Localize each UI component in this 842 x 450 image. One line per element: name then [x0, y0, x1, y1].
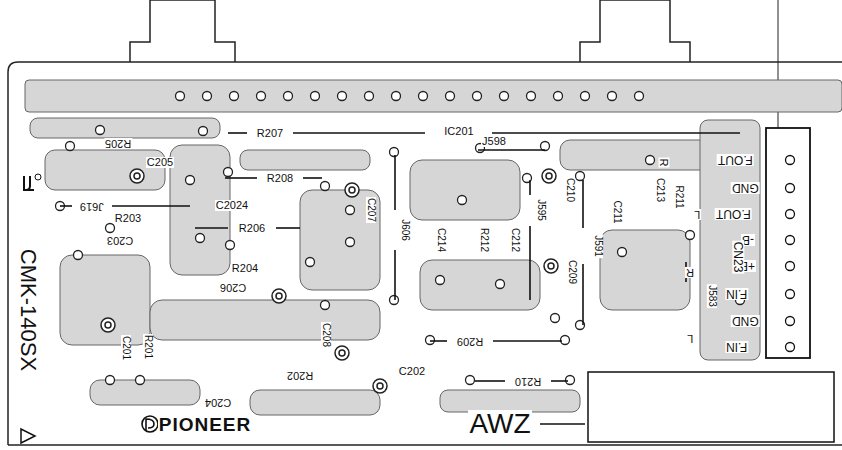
- silkscreen-label: R: [685, 267, 695, 278]
- silkscreen-label: AWZ: [468, 410, 531, 438]
- awz-marking-box: [540, 372, 834, 442]
- connector-tabs: [130, 0, 690, 62]
- silkscreen-label: C2024: [215, 200, 249, 211]
- silkscreen-label: R207: [256, 128, 284, 139]
- silkscreen-label: GND: [731, 182, 760, 194]
- silkscreen-label: R205: [104, 138, 132, 149]
- silkscreen-label: F.IN: [725, 288, 748, 300]
- silkscreen-label: C212: [510, 227, 520, 253]
- silkscreen-label: J595: [536, 198, 546, 222]
- via-holes: [56, 92, 745, 385]
- pioneer-logo: [142, 416, 158, 432]
- silkscreen-label: F.OUT: [715, 208, 752, 220]
- silkscreen-label: C210: [565, 177, 575, 203]
- silkscreen-label: C211: [612, 199, 622, 224]
- silkscreen-label: L: [686, 333, 694, 344]
- silkscreen-label: CN23: [732, 241, 744, 274]
- ul-mark: [24, 174, 41, 190]
- silkscreen-label: C201: [121, 335, 131, 361]
- silkscreen-label: R204: [231, 263, 259, 274]
- silkscreen-label: C213: [655, 177, 665, 203]
- silkscreen-label: R211: [674, 184, 684, 209]
- silkscreen-label: C214: [436, 227, 446, 253]
- silkscreen-label: R202: [286, 370, 314, 381]
- silkscreen-label: C205: [146, 157, 174, 168]
- component-outlines: [60, 133, 740, 381]
- cn23-connector: [766, 128, 810, 358]
- silkscreen-label: F.OUT: [717, 154, 754, 166]
- silkscreen-label: C208: [321, 322, 331, 348]
- copper-traces: [25, 80, 842, 415]
- silkscreen-label: F.IN: [725, 341, 748, 353]
- silkscreen-label: R: [658, 157, 669, 167]
- board-outline: [8, 0, 842, 445]
- silkscreen-label: J619: [79, 201, 105, 212]
- silkscreen-label: PIONEER: [158, 415, 253, 434]
- silkscreen-label: J606: [400, 218, 410, 242]
- silkscreen-label: CMK-140SX: [17, 248, 39, 372]
- silkscreen-label: R208: [266, 173, 294, 184]
- silkscreen-label: J598: [481, 136, 507, 147]
- silkscreen-label: IC201: [443, 126, 474, 137]
- silkscreen-label: C207: [366, 197, 376, 223]
- silkscreen-label: R210: [514, 376, 542, 387]
- silkscreen-label: R209: [456, 336, 484, 347]
- silkscreen-label: C206: [219, 282, 247, 293]
- silkscreen-label: C203: [106, 235, 134, 246]
- silkscreen-label: R203: [114, 213, 142, 224]
- silkscreen-label: L: [693, 209, 701, 220]
- silkscreen-label: R201: [143, 334, 153, 360]
- silkscreen-label: GND: [731, 315, 760, 327]
- silkscreen-label: R206: [238, 223, 266, 234]
- revision-triangle: [21, 429, 35, 443]
- silkscreen-label: C204: [204, 397, 232, 408]
- silkscreen-label: C209: [567, 259, 577, 285]
- silkscreen-label: J591: [593, 234, 603, 258]
- electrolytic-capacitors: [101, 169, 558, 393]
- silkscreen-label: C202: [398, 366, 426, 377]
- silkscreen-label: J583: [707, 284, 717, 308]
- silkscreen-label: R212: [479, 227, 489, 253]
